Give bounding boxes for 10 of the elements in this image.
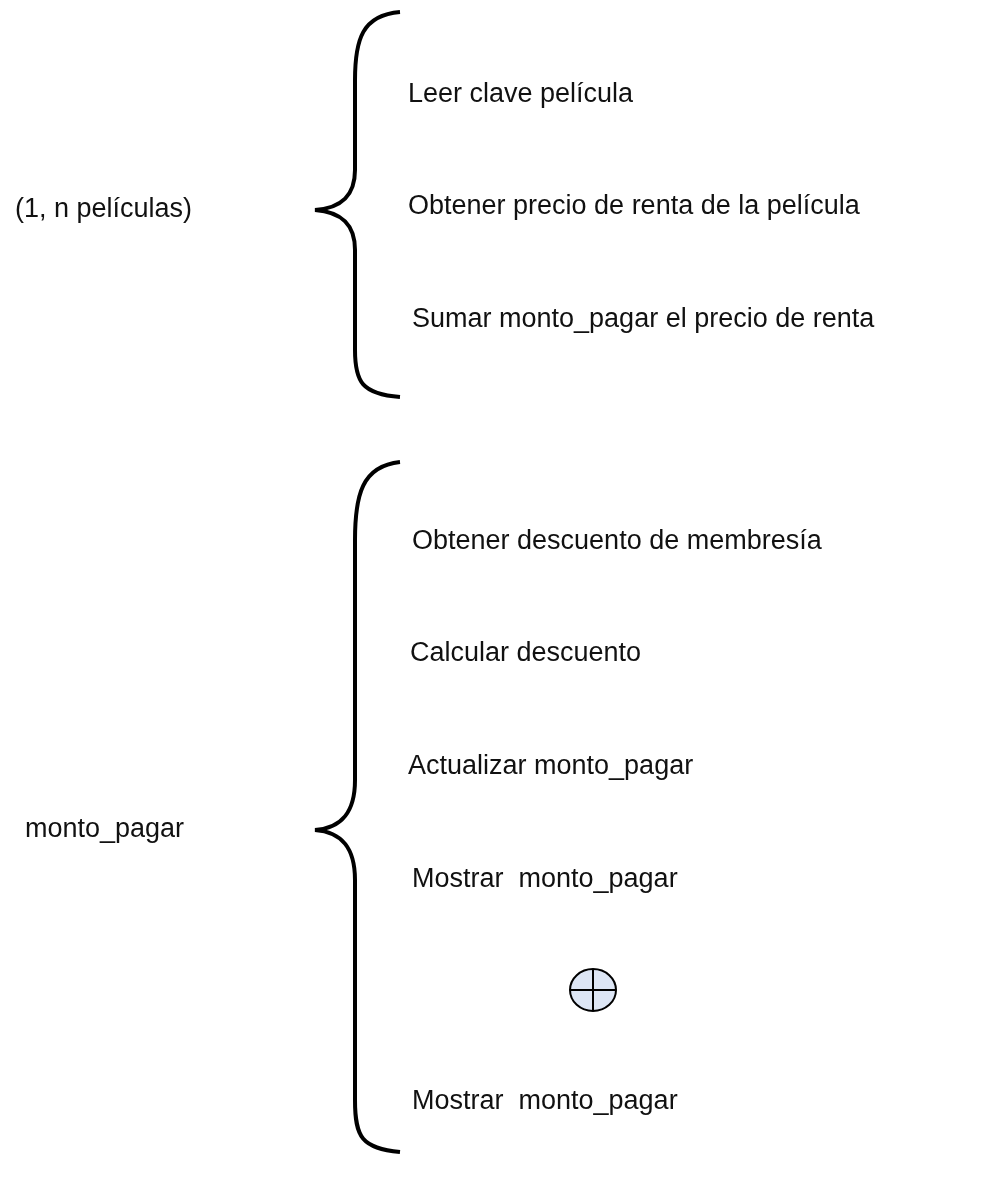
step-text: Mostrar monto_pagar (412, 862, 678, 894)
step-text: Sumar monto_pagar el precio de renta (412, 302, 875, 334)
step-text: monto_pagar (25, 812, 185, 844)
step-text: Mostrar monto_pagar (412, 1084, 678, 1116)
step-text: Obtener precio de renta de la película (408, 189, 860, 221)
step-text: Obtener descuento de membresía (412, 524, 822, 556)
step-text: Leer clave película (408, 77, 634, 109)
step-text: Actualizar monto_pagar (408, 749, 694, 781)
step-text: (1, n películas) (15, 192, 193, 224)
step-text: Calcular descuento (410, 636, 642, 668)
